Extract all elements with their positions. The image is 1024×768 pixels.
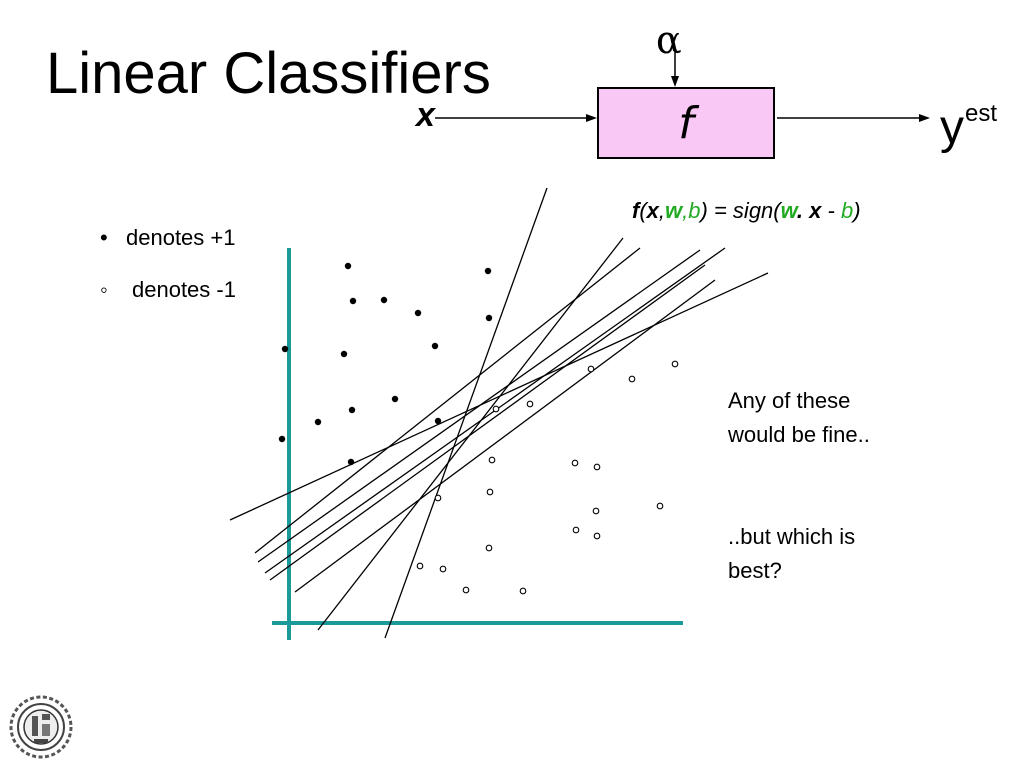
formula-b2: b [840,198,854,223]
positive-point-3 [349,297,357,305]
output-label: yest [940,100,997,155]
university-seal-icon [9,695,73,759]
note-line4: best? [728,558,782,583]
note-best: ..but which is best? [728,520,928,588]
negative-point-6 [488,456,496,464]
positive-point-1 [344,262,352,270]
note-line3: ..but which is [728,524,856,549]
formula-w: w [665,198,683,223]
classifier-formula: f(x,w,b) = sign(w. x - b) [632,198,861,224]
negative-point-3 [671,360,679,368]
candidate-line-1 [384,187,548,639]
input-label: x [416,96,435,134]
candidate-line-2 [317,237,624,631]
formula-b: b [688,198,701,223]
formula-open: ( [639,198,647,223]
candidate-lines [229,187,769,639]
positive-point-2 [484,267,492,275]
negative-point-17 [439,565,447,573]
formula-w2: w [780,198,797,223]
function-label: f [678,97,694,149]
negative-point-8 [593,463,601,471]
negative-point-18 [462,586,470,594]
negative-point-19 [519,587,527,595]
candidate-line-8 [294,279,716,593]
candidate-line-6 [229,272,769,521]
positive-point-14 [278,435,286,443]
negative-point-16 [416,562,424,570]
positive-points [278,262,493,466]
candidate-line-7 [269,264,706,581]
slide-title: Linear Classifiers [46,41,491,106]
negative-point-4 [492,405,500,413]
formula-sign: ) = sign( [700,198,781,223]
negative-point-11 [656,502,664,510]
positive-symbol: • [100,225,108,250]
positive-point-9 [431,342,439,350]
positive-point-11 [314,418,322,426]
alpha-symbol: α [656,18,682,62]
positive-label: denotes +1 [126,225,236,250]
positive-point-12 [348,406,356,414]
formula-comma1: , [658,198,666,223]
negative-point-2 [628,375,636,383]
note-fine: Any of these would be fine.. [728,384,928,452]
formula-comma2: , [682,198,689,223]
function-box: f [597,87,775,159]
positive-point-15 [347,458,355,466]
formula-minus: - [821,198,841,223]
output-y: y [940,101,964,154]
negative-point-9 [486,488,494,496]
note-line1: Any of these [728,388,851,413]
diagram-arrows [435,50,930,122]
input-arrowhead [586,114,597,122]
candidate-line-3 [254,247,641,554]
negative-label: denotes -1 [132,277,236,302]
positive-point-13 [434,417,442,425]
negative-points [416,360,679,595]
output-est: est [965,100,998,127]
negative-point-15 [485,544,493,552]
negative-point-10 [434,494,442,502]
note-line2: would be fine.. [728,422,870,447]
formula-dot: . [796,198,810,223]
negative-point-13 [572,526,580,534]
negative-point-7 [571,459,579,467]
positive-point-10 [391,395,399,403]
positive-point-4 [380,296,388,304]
positive-point-5 [414,309,422,317]
formula-f: f [632,198,640,223]
formula-end: ) [853,198,861,223]
positive-point-8 [340,350,348,358]
positive-point-6 [485,314,493,322]
legend-negative: ◦ denotes -1 [100,277,236,303]
formula-x: x [646,198,659,223]
alpha-arrowhead [671,76,679,87]
negative-point-14 [593,532,601,540]
negative-point-5 [526,400,534,408]
negative-point-1 [587,365,595,373]
legend-positive: • denotes +1 [100,225,235,251]
positive-point-7 [281,345,289,353]
output-arrowhead [919,114,930,122]
formula-x2: x [809,198,822,223]
negative-symbol: ◦ [100,277,108,302]
negative-point-12 [592,507,600,515]
